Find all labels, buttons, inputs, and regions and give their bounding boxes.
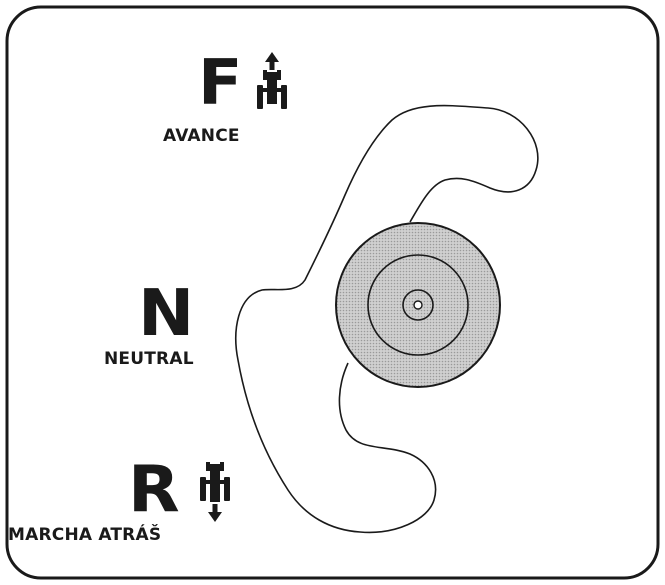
gear-letter-forward: F [198,46,243,119]
tractor-reverse-arrow-icon [200,462,230,522]
gear-letter-neutral: N [138,277,195,351]
gear-letter-reverse: R [128,453,180,527]
gear-label-reverse: MARCHA ATRÁŠ [8,525,162,545]
panel-frame [5,5,660,580]
gear-label-neutral: NEUTRAL [104,349,194,369]
gear-label-forward: AVANCE [163,126,240,146]
shift-lever-knob[interactable] [335,222,501,388]
tractor-forward-arrow-icon [257,52,287,109]
shift-gate-slot [235,104,539,534]
